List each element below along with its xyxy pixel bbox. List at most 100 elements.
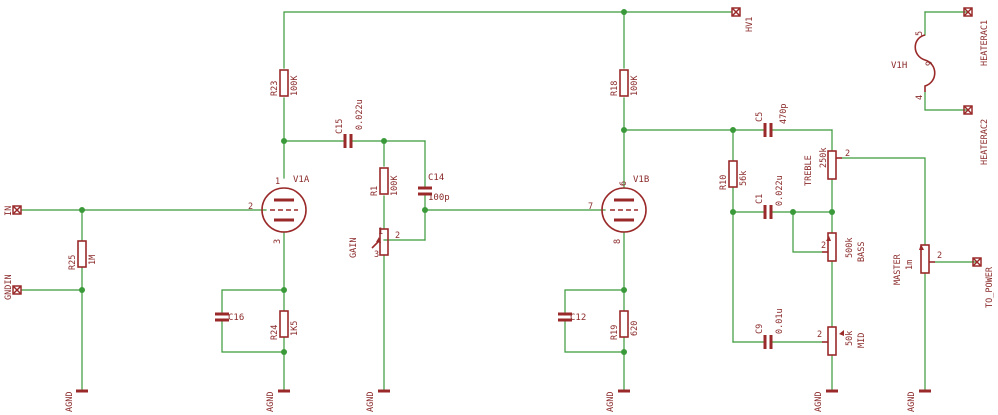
svg-text:AGND: AGND — [266, 392, 276, 412]
pot-mid[interactable]: 50k MID 2 — [817, 326, 867, 356]
capacitor-c5[interactable]: C5 470p — [755, 104, 789, 137]
svg-text:470p: 470p — [779, 104, 789, 124]
capacitor-c15[interactable]: C15 0.022u — [335, 99, 365, 148]
svg-text:R1: R1 — [370, 186, 380, 196]
ground-master: AGND — [907, 389, 931, 412]
svg-text:1: 1 — [378, 227, 383, 237]
svg-text:AGND: AGND — [65, 392, 75, 412]
port-in[interactable]: IN — [4, 205, 22, 216]
svg-text:R10: R10 — [719, 175, 729, 190]
svg-text:HEATERAC2: HEATERAC2 — [980, 119, 990, 165]
capacitor-c9[interactable]: C9 0.01u — [755, 308, 785, 349]
svg-text:500k: 500k — [845, 238, 855, 258]
port-heaterac2[interactable]: HEATERAC2 — [963, 105, 990, 165]
svg-text:HEATERAC1: HEATERAC1 — [980, 20, 990, 66]
ground-r25: AGND — [65, 389, 88, 412]
resistor-r1[interactable]: R1 100K — [370, 167, 400, 196]
junctions — [79, 9, 835, 355]
svg-text:V1B: V1B — [633, 175, 649, 185]
svg-text:C1: C1 — [755, 194, 765, 204]
svg-text:2: 2 — [845, 149, 850, 159]
svg-text:8: 8 — [613, 239, 623, 244]
wires — [21, 11, 976, 391]
svg-text:C16: C16 — [228, 313, 244, 323]
svg-text:56k: 56k — [739, 171, 749, 186]
pot-gain[interactable]: GAIN 1 2 3 — [349, 227, 400, 260]
svg-text:3: 3 — [273, 239, 283, 244]
capacitor-c14[interactable]: C14 100p — [418, 173, 450, 203]
ground-r19: AGND — [606, 389, 630, 412]
pot-bass[interactable]: 500k BASS 2 — [821, 232, 867, 262]
pot-master[interactable]: MASTER 1m 2 — [893, 244, 942, 285]
tube-v1b[interactable]: V1B 6 7 8 — [588, 175, 649, 244]
svg-text:TREBLE: TREBLE — [804, 155, 814, 186]
svg-text:100K: 100K — [290, 75, 300, 96]
port-gndin[interactable]: GNDIN — [4, 274, 22, 300]
svg-text:C9: C9 — [755, 324, 765, 334]
tube-v1a[interactable]: V1A 1 2 3 — [248, 175, 310, 244]
resistor-r19[interactable]: R19 620 — [610, 310, 640, 340]
capacitor-c16[interactable]: C16 — [215, 312, 244, 323]
svg-text:V1H: V1H — [891, 61, 907, 71]
svg-text:R24: R24 — [270, 325, 280, 340]
capacitor-c1[interactable]: C1 0.022u — [755, 175, 785, 219]
svg-text:100p: 100p — [428, 193, 450, 203]
svg-text:2: 2 — [821, 241, 826, 251]
svg-text:620: 620 — [630, 321, 640, 336]
svg-text:GAIN: GAIN — [349, 238, 359, 258]
svg-text:MID: MID — [857, 333, 867, 348]
port-to-power[interactable]: TO_POWER — [972, 257, 995, 308]
svg-text:V1A: V1A — [293, 175, 310, 185]
port-hv1[interactable]: HV1 — [731, 7, 755, 32]
svg-text:1M: 1M — [88, 255, 98, 265]
ground-gain: AGND — [366, 389, 390, 412]
svg-text:3: 3 — [374, 250, 379, 260]
svg-text:BASS: BASS — [857, 242, 867, 262]
svg-text:MASTER: MASTER — [893, 253, 903, 285]
svg-text:2: 2 — [395, 231, 400, 241]
capacitor-c12[interactable]: C12 — [558, 312, 586, 323]
resistor-r25[interactable]: R25 1M — [68, 240, 98, 270]
svg-text:6: 6 — [619, 181, 629, 186]
port-heaterac1[interactable]: HEATERAC1 — [963, 7, 990, 66]
svg-text:100K: 100K — [630, 75, 640, 96]
resistor-r24[interactable]: R24 1K5 — [270, 310, 300, 340]
svg-text:0.022u: 0.022u — [355, 99, 365, 130]
svg-text:C15: C15 — [335, 119, 345, 134]
svg-text:2: 2 — [817, 330, 822, 340]
ground-symbols: AGND AGND AGND AGND AGND AGND — [65, 389, 931, 412]
ground-mid: AGND — [814, 389, 838, 412]
svg-text:250k: 250k — [819, 148, 829, 168]
svg-text:IN: IN — [4, 206, 14, 216]
resistor-r18[interactable]: R18 100K — [610, 69, 640, 97]
svg-text:1K5: 1K5 — [290, 321, 300, 336]
svg-text:AGND: AGND — [814, 392, 824, 412]
svg-text:C12: C12 — [570, 313, 586, 323]
svg-text:R23: R23 — [270, 81, 280, 96]
svg-text:100K: 100K — [390, 175, 400, 196]
tube-v1-heater[interactable]: V1H 5 9 4 — [891, 31, 936, 100]
svg-text:7: 7 — [588, 202, 593, 212]
pot-treble[interactable]: TREBLE 250k 2 — [804, 148, 850, 186]
svg-text:C5: C5 — [755, 112, 765, 122]
svg-text:GNDIN: GNDIN — [4, 274, 14, 300]
svg-text:HV1: HV1 — [745, 17, 755, 32]
svg-text:R18: R18 — [610, 81, 620, 96]
svg-text:TO_POWER: TO_POWER — [985, 266, 995, 308]
svg-text:AGND: AGND — [606, 392, 616, 412]
svg-text:2: 2 — [937, 251, 942, 261]
svg-text:50k: 50k — [845, 331, 855, 346]
svg-text:4: 4 — [915, 95, 925, 100]
resistor-r23[interactable]: R23 100K — [270, 69, 300, 97]
svg-text:R25: R25 — [68, 255, 78, 270]
svg-text:AGND: AGND — [366, 392, 376, 412]
svg-text:5: 5 — [915, 31, 925, 36]
resistor-r10[interactable]: R10 56k — [719, 160, 749, 190]
svg-text:R19: R19 — [610, 325, 620, 340]
svg-text:0.01u: 0.01u — [775, 308, 785, 334]
svg-text:1: 1 — [275, 177, 280, 187]
svg-text:2: 2 — [248, 202, 253, 212]
svg-text:9: 9 — [925, 61, 935, 66]
svg-text:0.022u: 0.022u — [775, 175, 785, 206]
